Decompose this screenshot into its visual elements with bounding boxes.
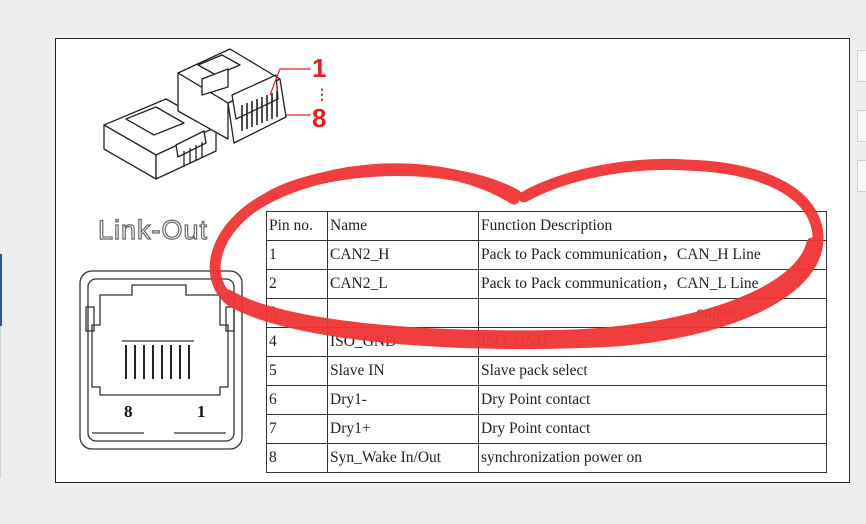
socket-pin-1-label: 1	[197, 402, 206, 421]
rj45-plug-icon: 1 ⋮ 8	[103, 48, 329, 180]
pin-cell: 5	[266, 356, 328, 386]
document-image: 1 ⋮ 8 Link-Out 8 1 Pin no. Name	[55, 38, 850, 483]
function-cell: Pack to Pack communication，CAN_H Line	[478, 240, 827, 270]
toolbar-button-1[interactable]	[857, 50, 866, 82]
table-row: 6 Dry1- Dry Point contact	[266, 385, 827, 415]
toolbar-button-3[interactable]	[857, 160, 866, 192]
pin-8-label: 8	[312, 103, 326, 133]
pin-cell: 1	[266, 240, 328, 270]
pin-cell: 2	[266, 269, 328, 299]
table-row: 8 Syn_Wake In/Out synchronization power …	[266, 443, 827, 473]
function-cell: Dry Point contact	[478, 385, 827, 415]
pin-cell: 8	[266, 443, 328, 473]
function-cell: ,output	[478, 298, 827, 328]
name-cell: Slave IN	[327, 356, 479, 386]
pin-cell: 4	[266, 327, 328, 357]
table-header-row: Pin no. Name Function Description	[266, 211, 827, 241]
function-cell: Dry Point contact	[478, 414, 827, 444]
name-cell: CAN2_H	[327, 240, 479, 270]
name-cell	[327, 298, 479, 328]
socket-pin-8-label: 8	[124, 402, 133, 421]
link-out-title: Link-Out	[97, 214, 209, 245]
name-cell: CAN2_L	[327, 269, 479, 299]
pin-cell: 3	[266, 298, 328, 328]
header-name: Name	[327, 211, 479, 241]
pin-cell: 7	[266, 414, 328, 444]
header-pin-no: Pin no.	[266, 211, 328, 241]
table-row: 7 Dry1+ Dry Point contact	[266, 414, 827, 444]
header-function: Function Description	[478, 211, 827, 241]
table-row: 4 ISO_GND ISO_GND	[266, 327, 827, 357]
pin-1-label: 1	[312, 53, 326, 83]
name-cell: Dry1+	[327, 414, 479, 444]
table-row: 5 Slave IN Slave pack select	[266, 356, 827, 386]
pin-table: Pin no. Name Function Description 1 CAN2…	[266, 211, 827, 473]
name-cell: ISO_GND	[327, 327, 479, 357]
pin-ellipsis: ⋮	[315, 86, 329, 102]
function-cell: synchronization power on	[478, 443, 827, 473]
table-row: 2 CAN2_L Pack to Pack communication，CAN_…	[266, 269, 827, 299]
function-cell: Slave pack select	[478, 356, 827, 386]
name-cell: Dry1-	[327, 385, 479, 415]
left-divider	[0, 326, 1, 478]
left-accent-bar	[0, 254, 2, 326]
table-row: 1 CAN2_H Pack to Pack communication，CAN_…	[266, 240, 827, 270]
function-cell: ISO_GND	[478, 327, 827, 357]
table-row: 3 ,output	[266, 298, 827, 328]
toolbar-button-2[interactable]	[857, 110, 866, 142]
function-cell: Pack to Pack communication，CAN_L Line	[478, 269, 827, 299]
name-cell: Syn_Wake In/Out	[327, 443, 479, 473]
rj45-socket-icon: 8 1	[79, 270, 243, 450]
pin-cell: 6	[266, 385, 328, 415]
